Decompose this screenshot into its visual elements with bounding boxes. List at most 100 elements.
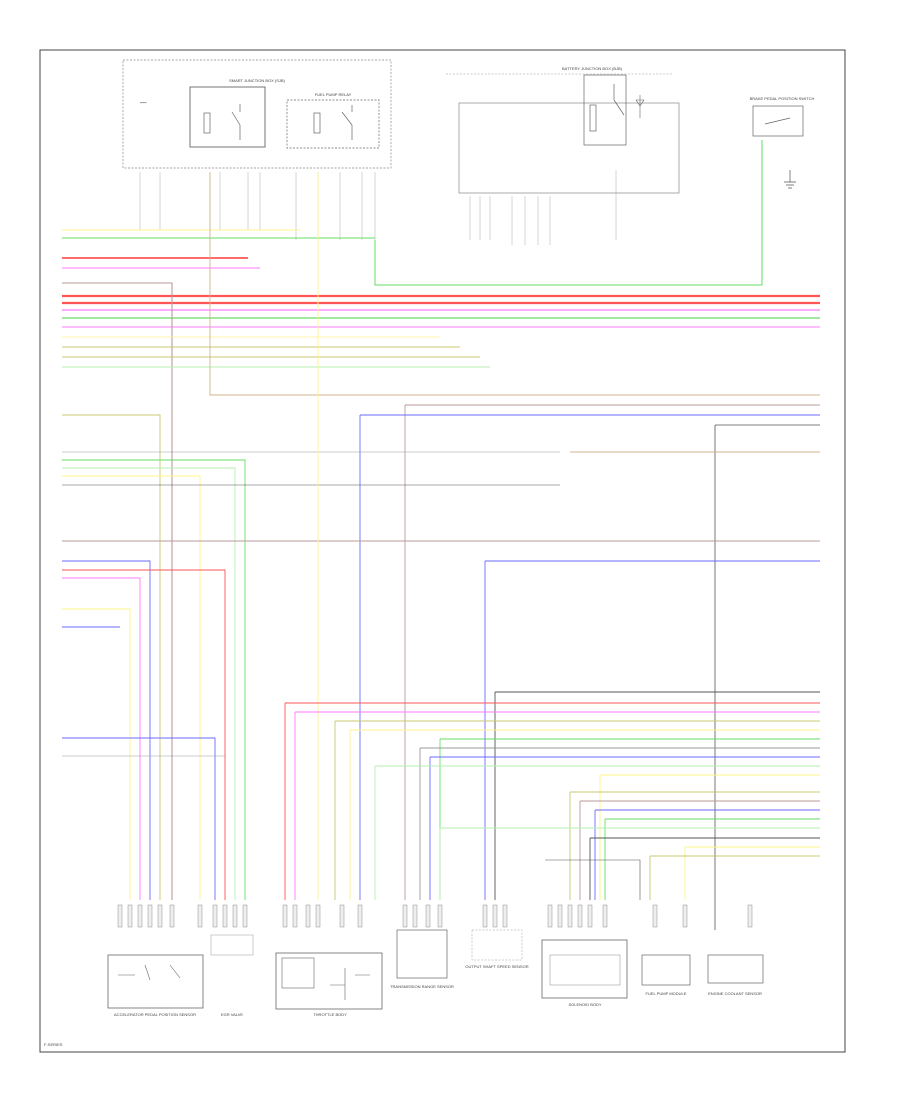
wire-58 — [649, 855, 820, 900]
connector-pin-11 — [242, 904, 248, 928]
connector-pin-16 — [339, 904, 345, 928]
footer-label: F-SERIES — [44, 1042, 63, 1047]
connector-pin-18 — [402, 904, 408, 928]
wire-59 — [545, 859, 641, 900]
module-box-brake-switch — [752, 105, 804, 137]
wire-10 — [62, 282, 173, 900]
bjb-connectors — [469, 170, 617, 245]
module-box-sjb — [122, 59, 392, 169]
wire-27 — [62, 475, 201, 900]
wire-30 — [62, 560, 151, 900]
connector-pin-9 — [222, 904, 228, 928]
relay-box-left — [189, 86, 266, 148]
caption-battery-junction-box: BATTERY JUNCTION BOX (BJB) — [562, 66, 623, 71]
throttle-sensor-symbol — [330, 968, 370, 1000]
wire-51 — [569, 791, 820, 900]
connector-pin-32 — [682, 904, 688, 928]
caption-smart-junction-box: SMART JUNCTION BOX (SJB) — [229, 78, 286, 83]
connector-pin-12 — [282, 904, 288, 928]
wire-25 — [62, 459, 246, 900]
connector-pin-27 — [567, 904, 573, 928]
connector-pin-26 — [557, 904, 563, 928]
connector-pin-13 — [292, 904, 298, 928]
connector-pin-21 — [437, 904, 443, 928]
wire-45 — [349, 729, 820, 900]
connector-pin-19 — [412, 904, 418, 928]
connector-pin-15 — [315, 904, 321, 928]
diagram-border — [39, 49, 846, 1053]
caption-solenoid-body: SOLENOID BODY — [568, 1002, 601, 1007]
relay-coil-right — [313, 112, 321, 134]
connector-pin-3 — [137, 904, 143, 928]
connector-pin-2 — [127, 904, 133, 928]
connector-pin-31 — [652, 904, 658, 928]
connector-pin-4 — [147, 904, 153, 928]
connector-pin-22 — [482, 904, 488, 928]
ground-icon — [784, 170, 796, 189]
engine-coolant-sensor-box — [707, 954, 764, 984]
sjb-label: ━━━ — [139, 101, 147, 105]
connector-pin-20 — [425, 904, 431, 928]
wire-37 — [62, 737, 216, 900]
wire-52 — [579, 800, 820, 900]
wire-15 — [209, 172, 820, 396]
bottom-components — [107, 929, 764, 1010]
connector-pin-10 — [232, 904, 238, 928]
component-captions: ACCELERATOR PEDAL POSITION SENSOR EGR VA… — [114, 66, 814, 1017]
bjb-coil — [589, 104, 597, 132]
caption-fuel-pump-module: FUEL PUMP MODULE — [646, 991, 687, 996]
wire-34 — [62, 577, 141, 900]
connector-pin-30 — [602, 904, 608, 928]
caption-output-shaft-speed-sensor: OUTPUT SHAFT SPEED SENSOR — [465, 964, 528, 969]
wire-55 — [439, 827, 820, 900]
solenoid-body-box — [541, 939, 628, 999]
connector-pin-8 — [212, 904, 218, 928]
wire-43 — [294, 711, 820, 900]
wire-46 — [439, 738, 820, 900]
bjb-inner-box — [583, 74, 627, 146]
wire-57 — [684, 846, 820, 900]
output-shaft-speed-sensor-connector — [471, 929, 523, 961]
throttle-body-box — [275, 952, 383, 1010]
caption-throttle-body: THROTTLE BODY — [313, 1012, 347, 1017]
connector-pin-5 — [157, 904, 163, 928]
fuel-pump-module-box — [641, 954, 691, 986]
connector-pins — [117, 904, 753, 928]
relay-box-right — [286, 99, 380, 149]
wire-35 — [62, 608, 131, 900]
bjb-switch — [613, 84, 625, 116]
wire-44 — [334, 720, 820, 900]
wire-40 — [374, 140, 763, 286]
throttle-motor — [281, 957, 315, 989]
connector-pin-7 — [197, 904, 203, 928]
connector-pin-29 — [587, 904, 593, 928]
relay-switch-left — [231, 104, 241, 140]
caption-accelerator-pedal-sensor: ACCELERATOR PEDAL POSITION SENSOR — [114, 1012, 196, 1017]
connector-pin-33 — [747, 904, 753, 928]
wire-50 — [599, 774, 820, 900]
bjb-diode — [635, 95, 645, 118]
wire-56 — [589, 837, 820, 900]
caption-brake-pedal-switch: BRAKE PEDAL POSITION SWITCH — [750, 96, 815, 101]
relay-coil-left — [203, 112, 211, 134]
caption-transmission-range-sensor: TRANSMISSION RANGE SENSOR — [390, 984, 454, 989]
wire-53 — [594, 809, 820, 900]
solenoid-inner — [549, 954, 621, 986]
wire-33 — [62, 569, 226, 900]
connector-pin-6 — [169, 904, 175, 928]
accelerator-pedal-sensor-box — [107, 954, 204, 1009]
caption-engine-coolant-sensor: ENGINE COOLANT SENSOR — [708, 991, 762, 996]
transmission-range-sensor-box — [396, 929, 448, 979]
wire-harness — [62, 140, 820, 930]
connector-pin-14 — [305, 904, 311, 928]
wire-49 — [374, 765, 820, 900]
wire-54 — [604, 818, 820, 900]
wire-26 — [62, 467, 236, 900]
wire-22 — [62, 414, 161, 900]
accelerator-sensor-symbol — [118, 964, 181, 981]
wire-47 — [419, 747, 820, 900]
module-box-bjb — [458, 102, 680, 194]
connector-pin-24 — [502, 904, 508, 928]
caption-fuel-pump-relay: FUEL PUMP RELAY — [315, 92, 352, 97]
connector-pin-25 — [547, 904, 553, 928]
